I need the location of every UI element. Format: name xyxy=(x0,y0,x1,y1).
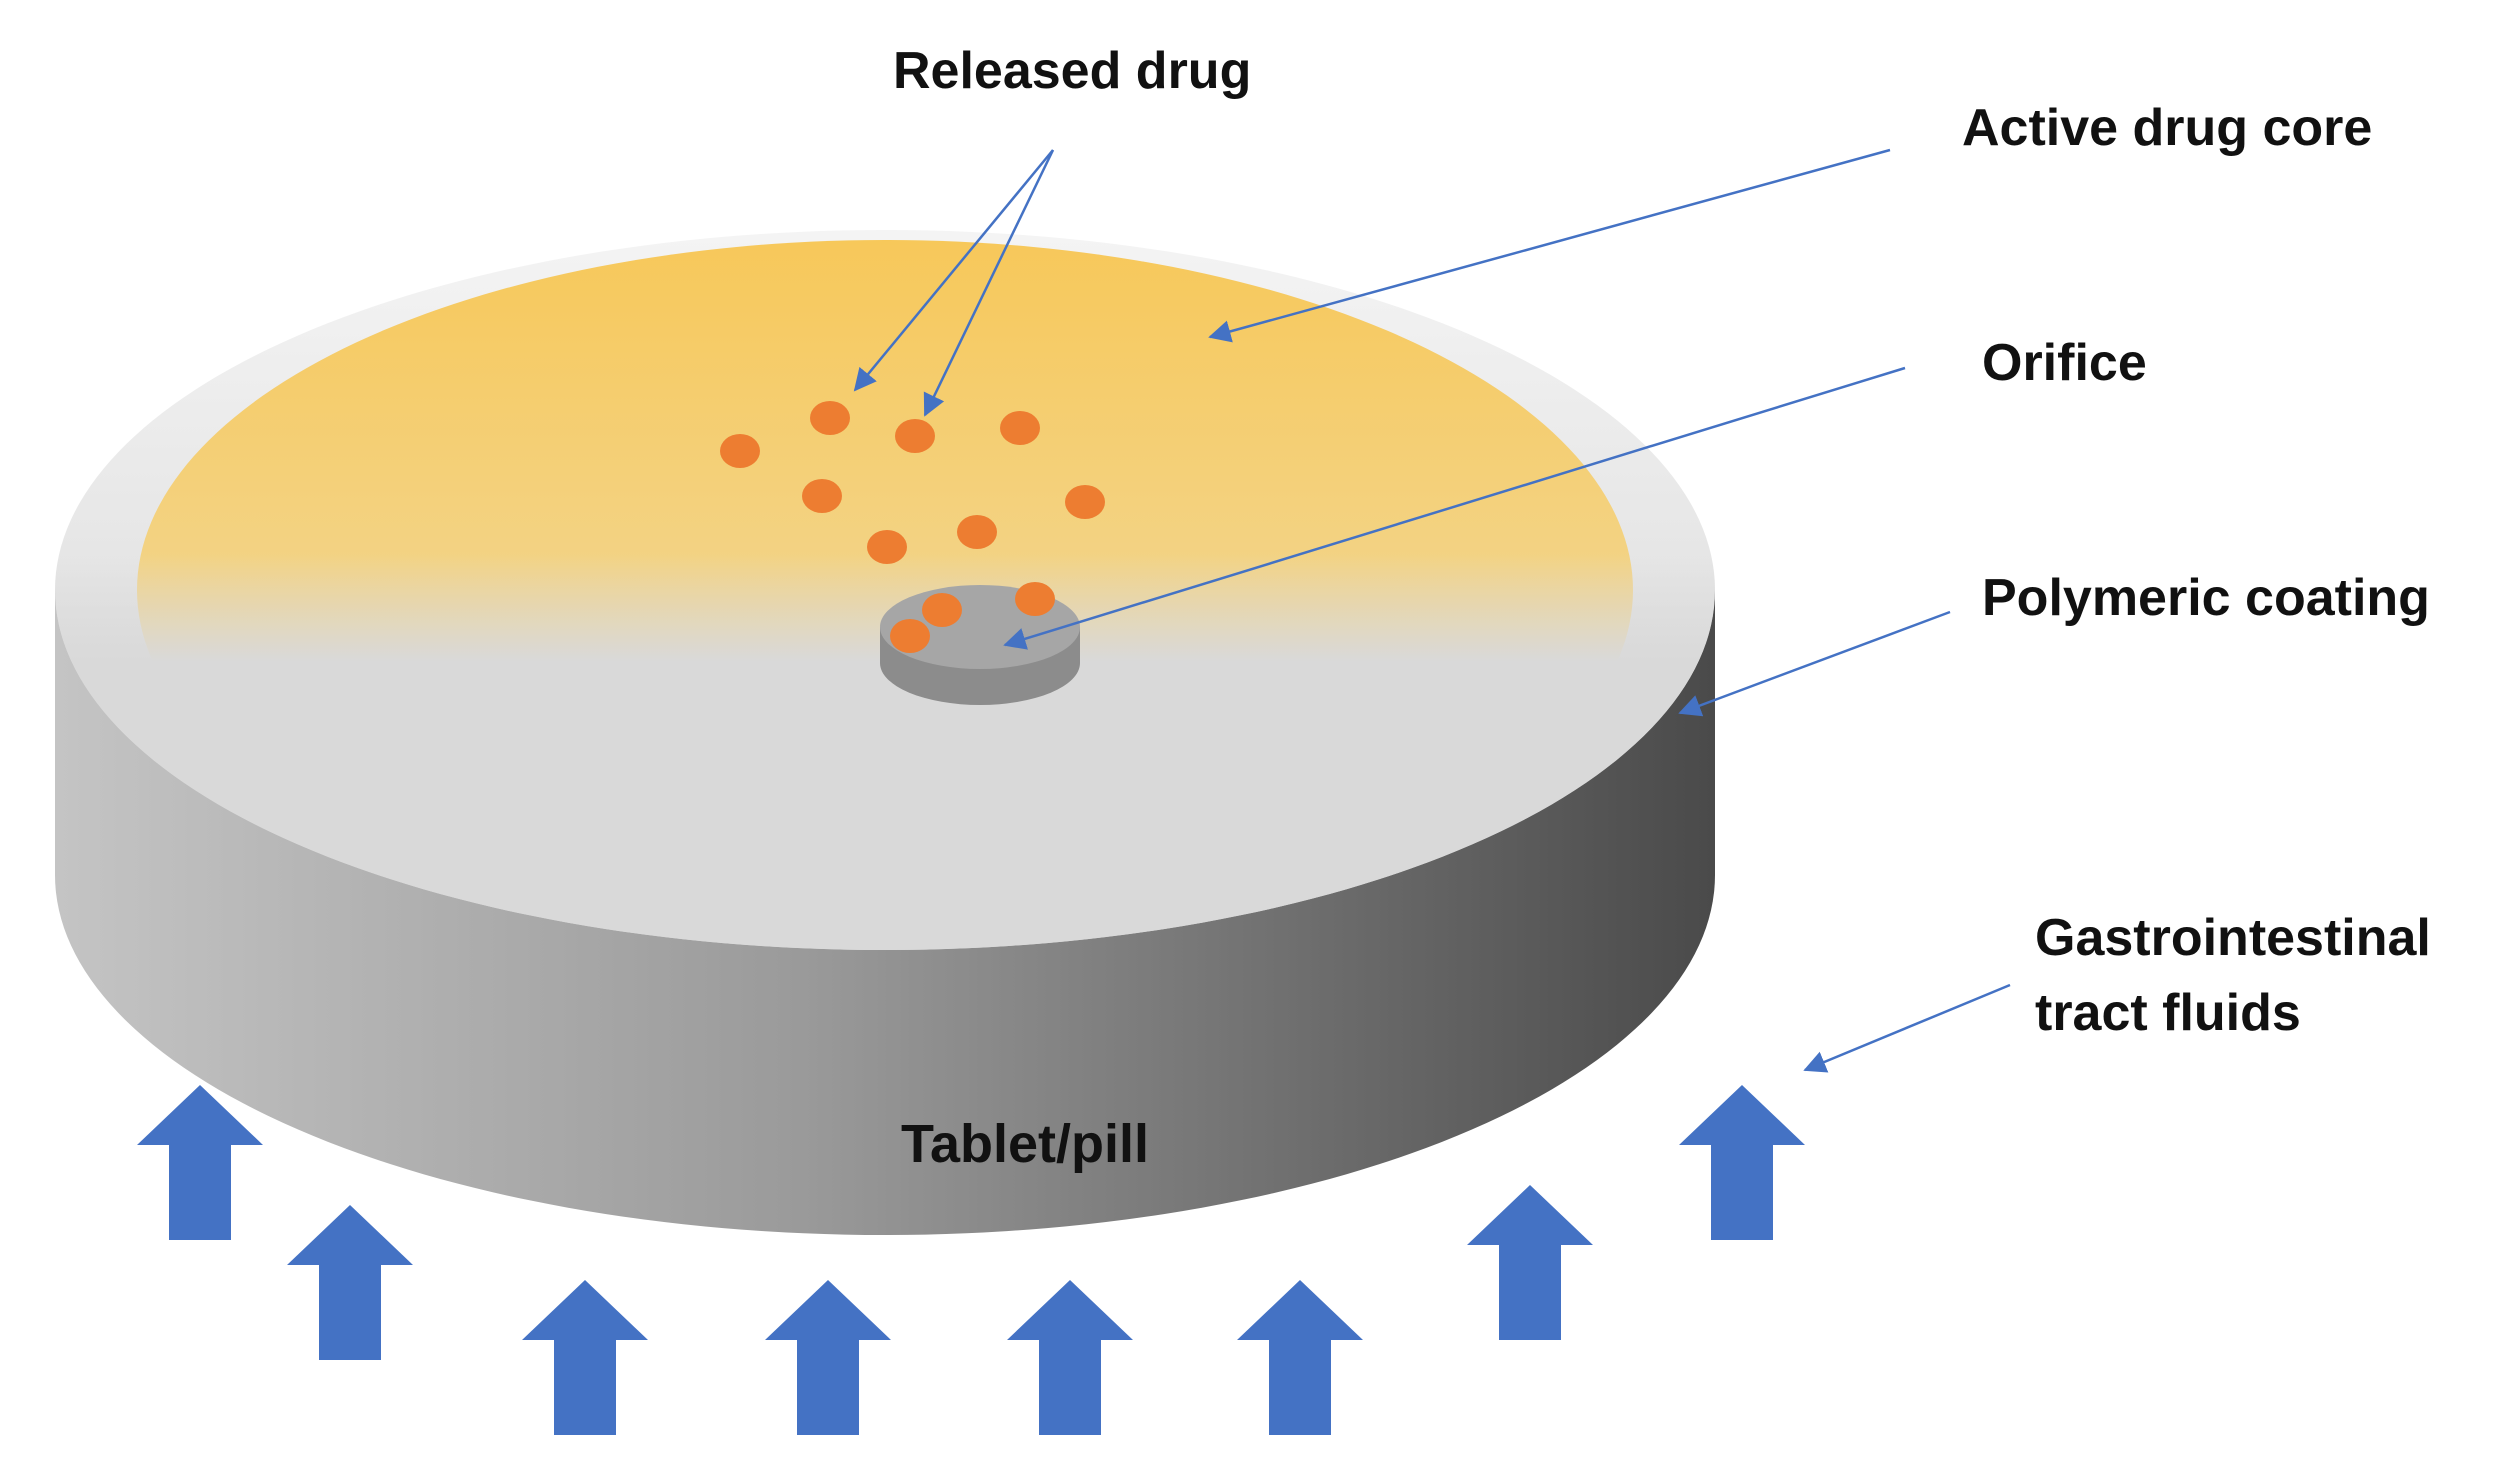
fluid-arrow-icon xyxy=(522,1280,648,1435)
fluid-arrows xyxy=(137,1085,1805,1435)
pointer-orifice xyxy=(1003,366,1906,650)
pointer-polymeric-coating xyxy=(1678,610,1951,717)
label-active-drug-core: Active drug core xyxy=(1962,99,2372,157)
label-gi-fluids-line1: Gastrointestinal xyxy=(2035,909,2431,967)
drug-particle xyxy=(1015,582,1055,616)
fluid-arrow-icon xyxy=(1467,1185,1593,1340)
pointer-gi-fluids xyxy=(1803,983,2011,1073)
tablet-top-surface xyxy=(55,230,1715,950)
drug-particle xyxy=(1065,485,1105,519)
drug-particle xyxy=(890,619,930,653)
fluid-arrow-icon xyxy=(765,1280,891,1435)
drug-particle xyxy=(922,593,962,627)
label-orifice: Orifice xyxy=(1982,334,2147,392)
fluid-arrow-icon xyxy=(1007,1280,1133,1435)
pointer-lines xyxy=(853,148,2011,1073)
label-tablet: Tablet/pill xyxy=(901,1114,1149,1174)
drug-particle xyxy=(1000,411,1040,445)
label-released-drug: Released drug xyxy=(893,42,1251,100)
fluid-arrow-icon xyxy=(287,1205,413,1360)
drug-particle xyxy=(957,515,997,549)
fluid-arrow-icon xyxy=(137,1085,263,1240)
fluid-arrow-icon xyxy=(1237,1280,1363,1435)
drug-particle xyxy=(810,401,850,435)
pointer-active-drug-core xyxy=(1208,148,1891,343)
fluid-arrow-icon xyxy=(1679,1085,1805,1240)
drug-particles xyxy=(720,401,1105,653)
pointer-released-drug-left xyxy=(853,149,1054,392)
label-gi-fluids-line2: tract fluids xyxy=(2035,984,2301,1042)
label-polymeric-coating: Polymeric coating xyxy=(1982,569,2430,627)
drug-particle xyxy=(895,419,935,453)
pointer-released-drug-right xyxy=(923,149,1055,417)
drug-particle xyxy=(802,479,842,513)
drug-particle xyxy=(720,434,760,468)
drug-particle xyxy=(867,530,907,564)
